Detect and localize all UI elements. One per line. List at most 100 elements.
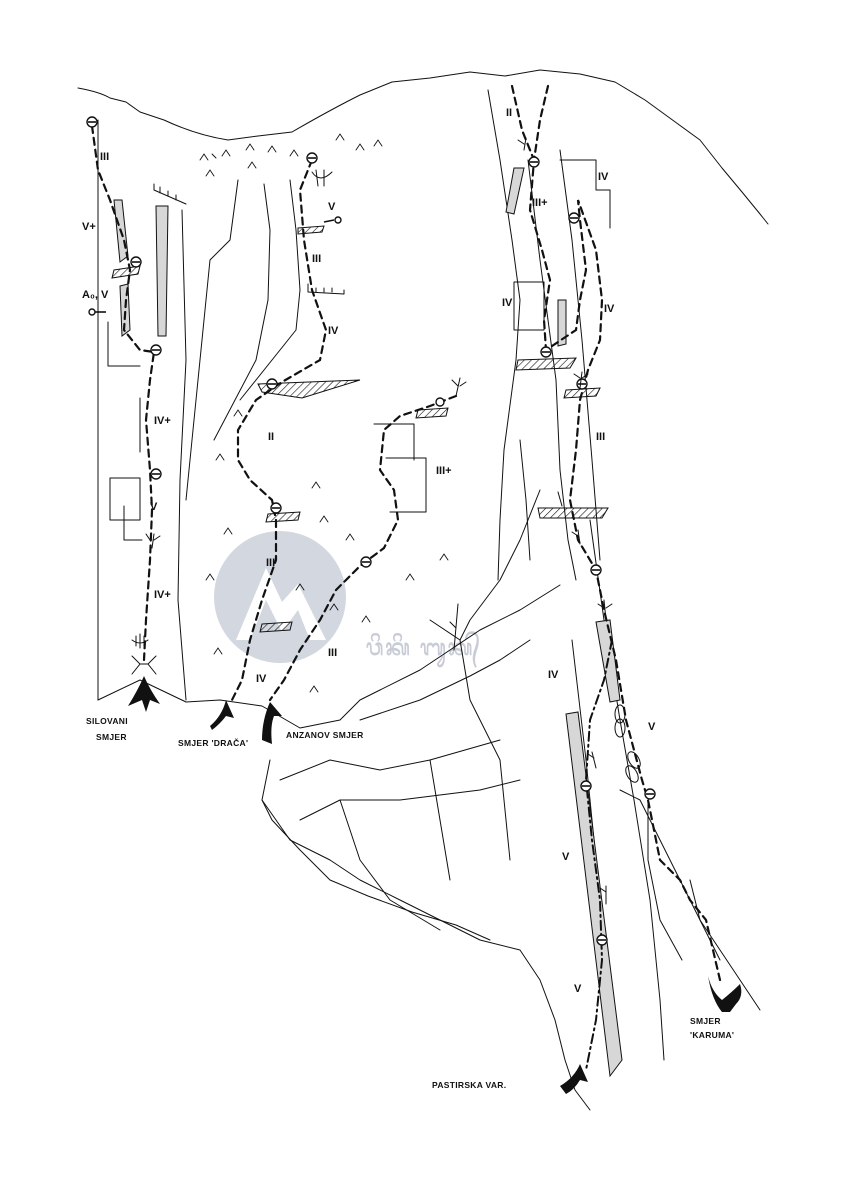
grade-label: IV (328, 325, 339, 337)
middle-slab-crack (519, 439, 531, 561)
base-slope-line (185, 584, 561, 729)
left-pillar-crack (177, 209, 187, 701)
summit-ridge (77, 69, 769, 225)
ledge-mid-4 (415, 407, 449, 419)
grass-icon (405, 573, 415, 581)
belay-station (576, 378, 588, 390)
tree-icon (517, 137, 527, 151)
overhang-left-top (153, 183, 187, 205)
grade-label: II (268, 431, 274, 443)
right-crack-b (559, 149, 601, 561)
gully-symbol (131, 655, 157, 675)
route-name-karuma-line1: SMJER (690, 1016, 721, 1026)
slab-right-long (565, 711, 623, 1078)
route-karuma (528, 84, 722, 982)
dihedral-mid (373, 423, 415, 461)
grade-label: III (596, 431, 605, 443)
pitons (88, 216, 445, 407)
slab-left-mid (119, 283, 131, 337)
right-crack-e (619, 789, 721, 961)
grade-label: IV (598, 171, 609, 183)
ledge-right-1 (515, 357, 577, 371)
route-name-pastirska: PASTIRSKA VAR. (432, 1080, 506, 1090)
rock-face-lines (77, 69, 769, 1111)
grade-label: A₀, V (82, 289, 109, 301)
dihedral-left-2 (109, 477, 141, 521)
belay-station (360, 556, 372, 568)
start-arrow-draca-icon (210, 700, 234, 730)
route-name-labels: SILOVANI SMJER SMJER 'DRAČA' ANZANOV SMJ… (86, 716, 734, 1090)
lower-crack-6 (429, 759, 451, 881)
grade-label: III+ (532, 197, 548, 209)
slab-right-mid (557, 299, 567, 347)
right-crack-g (689, 879, 761, 1011)
grade-label: III (100, 151, 109, 163)
route-name-silovani-line1: SILOVANI (86, 716, 128, 726)
loop-icon (614, 718, 626, 738)
belay-station (644, 788, 656, 800)
grass-icon (223, 527, 233, 535)
loop-icon (614, 704, 626, 724)
right-crack-a (527, 159, 577, 581)
left-base-corner (97, 679, 187, 703)
grade-label: IV+ (154, 589, 171, 601)
lower-crack-1 (359, 639, 531, 721)
grass-icon (233, 409, 243, 417)
grass-icon (267, 145, 277, 153)
belay-station (528, 156, 540, 168)
bush-icon (131, 633, 149, 649)
belay-station (150, 468, 162, 480)
grass-icon (335, 133, 345, 141)
left-gully-crack (185, 179, 239, 501)
route-name-karuma-line2: 'KARUMA' (690, 1030, 734, 1040)
loop-icon (627, 751, 641, 769)
start-arrow-karuma-icon (708, 976, 742, 1012)
ledge-mid-1 (297, 225, 325, 235)
grade-label: IV (604, 303, 615, 315)
route-silovani (90, 124, 156, 662)
grass-icon (309, 685, 319, 693)
grass-icon (247, 161, 257, 169)
grade-label: V+ (82, 221, 96, 233)
route-pastirska (584, 639, 613, 1071)
overhang-left-ticks (159, 186, 177, 201)
grass-icon (329, 603, 339, 611)
grass-icon (215, 453, 225, 461)
grade-label: IV (256, 673, 267, 685)
route-name-silovani-line2: SMJER (96, 732, 127, 742)
loop-icon (625, 765, 639, 783)
dihedral-right-2 (513, 281, 545, 331)
lower-base-outline (261, 759, 591, 1111)
belay-station (266, 378, 278, 390)
tree-icon (587, 751, 597, 769)
route-draca (230, 158, 328, 702)
grade-label: V (574, 983, 582, 995)
tree-icon (599, 885, 607, 905)
overhang-symbols (107, 159, 611, 541)
grass-marks (199, 133, 449, 693)
ledge-mid-3 (259, 621, 293, 633)
piton-icon (323, 216, 342, 224)
route-name-anzanov: ANZANOV SMJER (286, 730, 364, 740)
grade-label: IV+ (154, 415, 171, 427)
ledge-mid-2 (265, 511, 301, 523)
bush-icon (311, 169, 333, 187)
belay-station (150, 344, 162, 356)
overhang-mid-ticks (315, 287, 333, 293)
tree-icon (557, 491, 563, 507)
grade-label: II (506, 107, 512, 119)
slab-left-pillar (155, 205, 169, 337)
grade-label: III (266, 557, 275, 569)
start-arrow-anzanov-icon (262, 702, 282, 744)
grass-icon (355, 143, 365, 151)
tree-icon (573, 371, 589, 389)
right-gully-crack (487, 89, 521, 581)
right-crack-f (647, 799, 683, 961)
dihedral-left-3 (123, 505, 143, 541)
watermark-logo-circle (214, 531, 346, 663)
lower-left-outline (261, 799, 491, 941)
lower-crack-3 (279, 739, 501, 781)
belay-station (568, 212, 580, 224)
grass-icon (319, 515, 329, 523)
grass-icon (345, 533, 355, 541)
